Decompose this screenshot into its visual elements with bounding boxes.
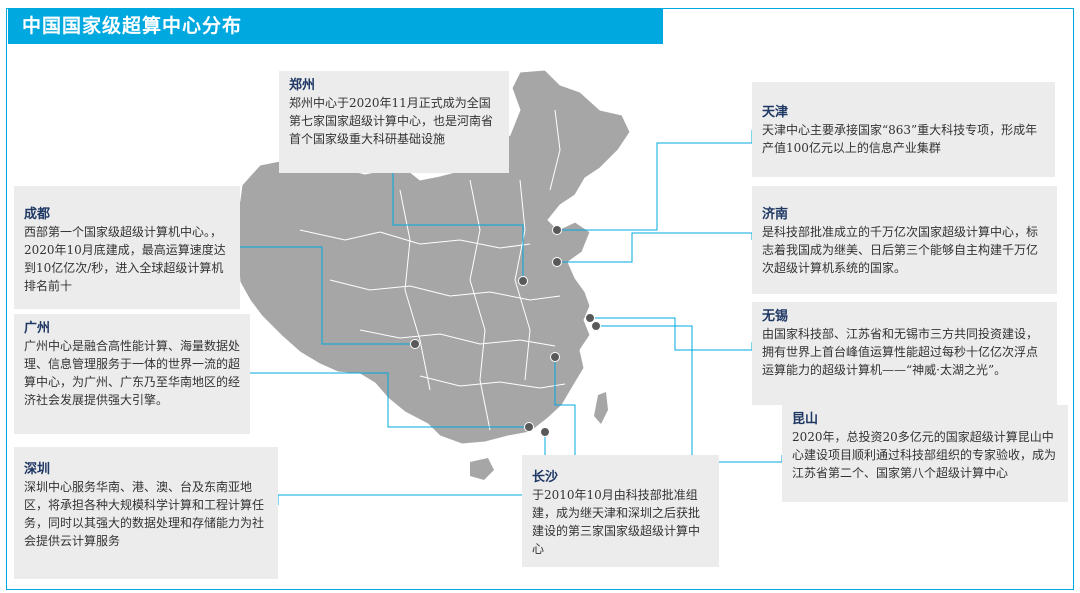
dot-tianjin [552, 225, 562, 235]
title-bar: 中国国家级超算中心分布 [8, 8, 663, 44]
card-text-wuxi: 由国家科技部、江苏省和无锡市三方共同投资建设，拥有世界上首台峰值运算性能超过每秒… [762, 327, 1039, 377]
card-text-zhengzhou: 郑州中心于2020年11月正式成为全国第七家国家超级计算中心，也是河南省首个国家… [289, 96, 494, 146]
dot-jinan [552, 257, 562, 267]
connector-wuxi [590, 317, 753, 351]
dot-changsha [550, 352, 560, 362]
connector-zhengzhou [392, 172, 524, 281]
card-title-guangzhou: 广州 [24, 321, 51, 336]
card-text-shenzhen: 深圳中心服务华南、港、澳、台及东南亚地区，将承担各种大规模科学计算和工程计算任务… [24, 480, 265, 548]
card-title-wuxi: 无锡 [762, 309, 789, 324]
dot-wuxi [585, 313, 595, 323]
diagram-title: 中国国家级超算中心分布 [22, 15, 243, 37]
card-text-changsha: 于2010年10月由科技部批准组建，成为继天津和深圳之后获批建设的第三家国家级超… [532, 488, 701, 556]
card-text-chengdu: 西部第一个国家级超级计算机中心。，2020年10月底建成，最高运算速度达到10亿… [24, 225, 226, 293]
hainan-shape [470, 458, 494, 480]
card-text-kunshan: 2020年，总投资20多亿元的国家超级计算昆山中心建设项目顺利通过科技部组织的专… [792, 430, 1057, 480]
connector-changsha [554, 357, 576, 455]
card-wuxi: 无锡 由国家科技部、江苏省和无锡市三方共同投资建设，拥有世界上首台峰值运算性能超… [752, 302, 1057, 405]
center-dots [410, 225, 601, 437]
card-tianjin: 天津 天津中心主要承接国家“863”重大科技专项，形成年产值100亿元以上的信息… [752, 82, 1055, 177]
card-zhengzhou: 郑州 郑州中心于2020年11月正式成为全国第七家国家超级计算中心，也是河南省首… [279, 71, 509, 173]
card-text-guangzhou: 广州中心是融合高性能计算、海量数据处理、信息管理服务于一体的世界一流的超算中心，… [24, 339, 241, 407]
connector-chengdu [240, 246, 415, 345]
card-text-jinan: 是科技部批准成立的千万亿次国家超级计算中心，标志着我国成为继美、日后第三个能够自… [762, 225, 1039, 275]
dot-shenzhen [540, 427, 550, 437]
card-jinan: 济南 是科技部批准成立的千万亿次国家超级计算中心，标志着我国成为继美、日后第三个… [752, 186, 1057, 294]
card-title-zhengzhou: 郑州 [289, 78, 316, 93]
card-changsha: 长沙 于2010年10月由科技部批准组建，成为继天津和深圳之后获批建设的第三家国… [522, 455, 719, 567]
card-guangzhou: 广州 广州中心是融合高性能计算、海量数据处理、信息管理服务于一体的世界一流的超算… [14, 314, 250, 434]
card-title-tianjin: 天津 [762, 105, 789, 120]
connector-shenzhen [277, 432, 546, 505]
card-shenzhen: 深圳 深圳中心服务华南、港、澳、台及东南亚地区，将承担各种大规模科学计算和工程计… [14, 447, 278, 579]
card-title-chengdu: 成都 [24, 207, 51, 222]
card-kunshan: 昆山 2020年，总投资20多亿元的国家超级计算昆山中心建设项目顺利通过科技部组… [782, 405, 1068, 502]
dot-kunshan [591, 321, 601, 331]
card-title-jinan: 济南 [762, 207, 789, 222]
card-title-changsha: 长沙 [532, 470, 559, 485]
dot-chengdu [410, 339, 420, 349]
dot-zhengzhou [518, 276, 528, 286]
card-title-kunshan: 昆山 [792, 412, 819, 427]
card-title-shenzhen: 深圳 [24, 462, 51, 477]
card-chengdu: 成都 西部第一个国家级超级计算机中心。，2020年10月底建成，最高运算速度达到… [14, 186, 240, 309]
province-boundaries [299, 109, 566, 431]
connector-guangzhou [250, 372, 529, 428]
taiwan-shape [594, 392, 608, 424]
dot-guangzhou [524, 422, 534, 432]
card-text-tianjin: 天津中心主要承接国家“863”重大科技专项，形成年产值100亿元以上的信息产业集… [762, 123, 1038, 155]
